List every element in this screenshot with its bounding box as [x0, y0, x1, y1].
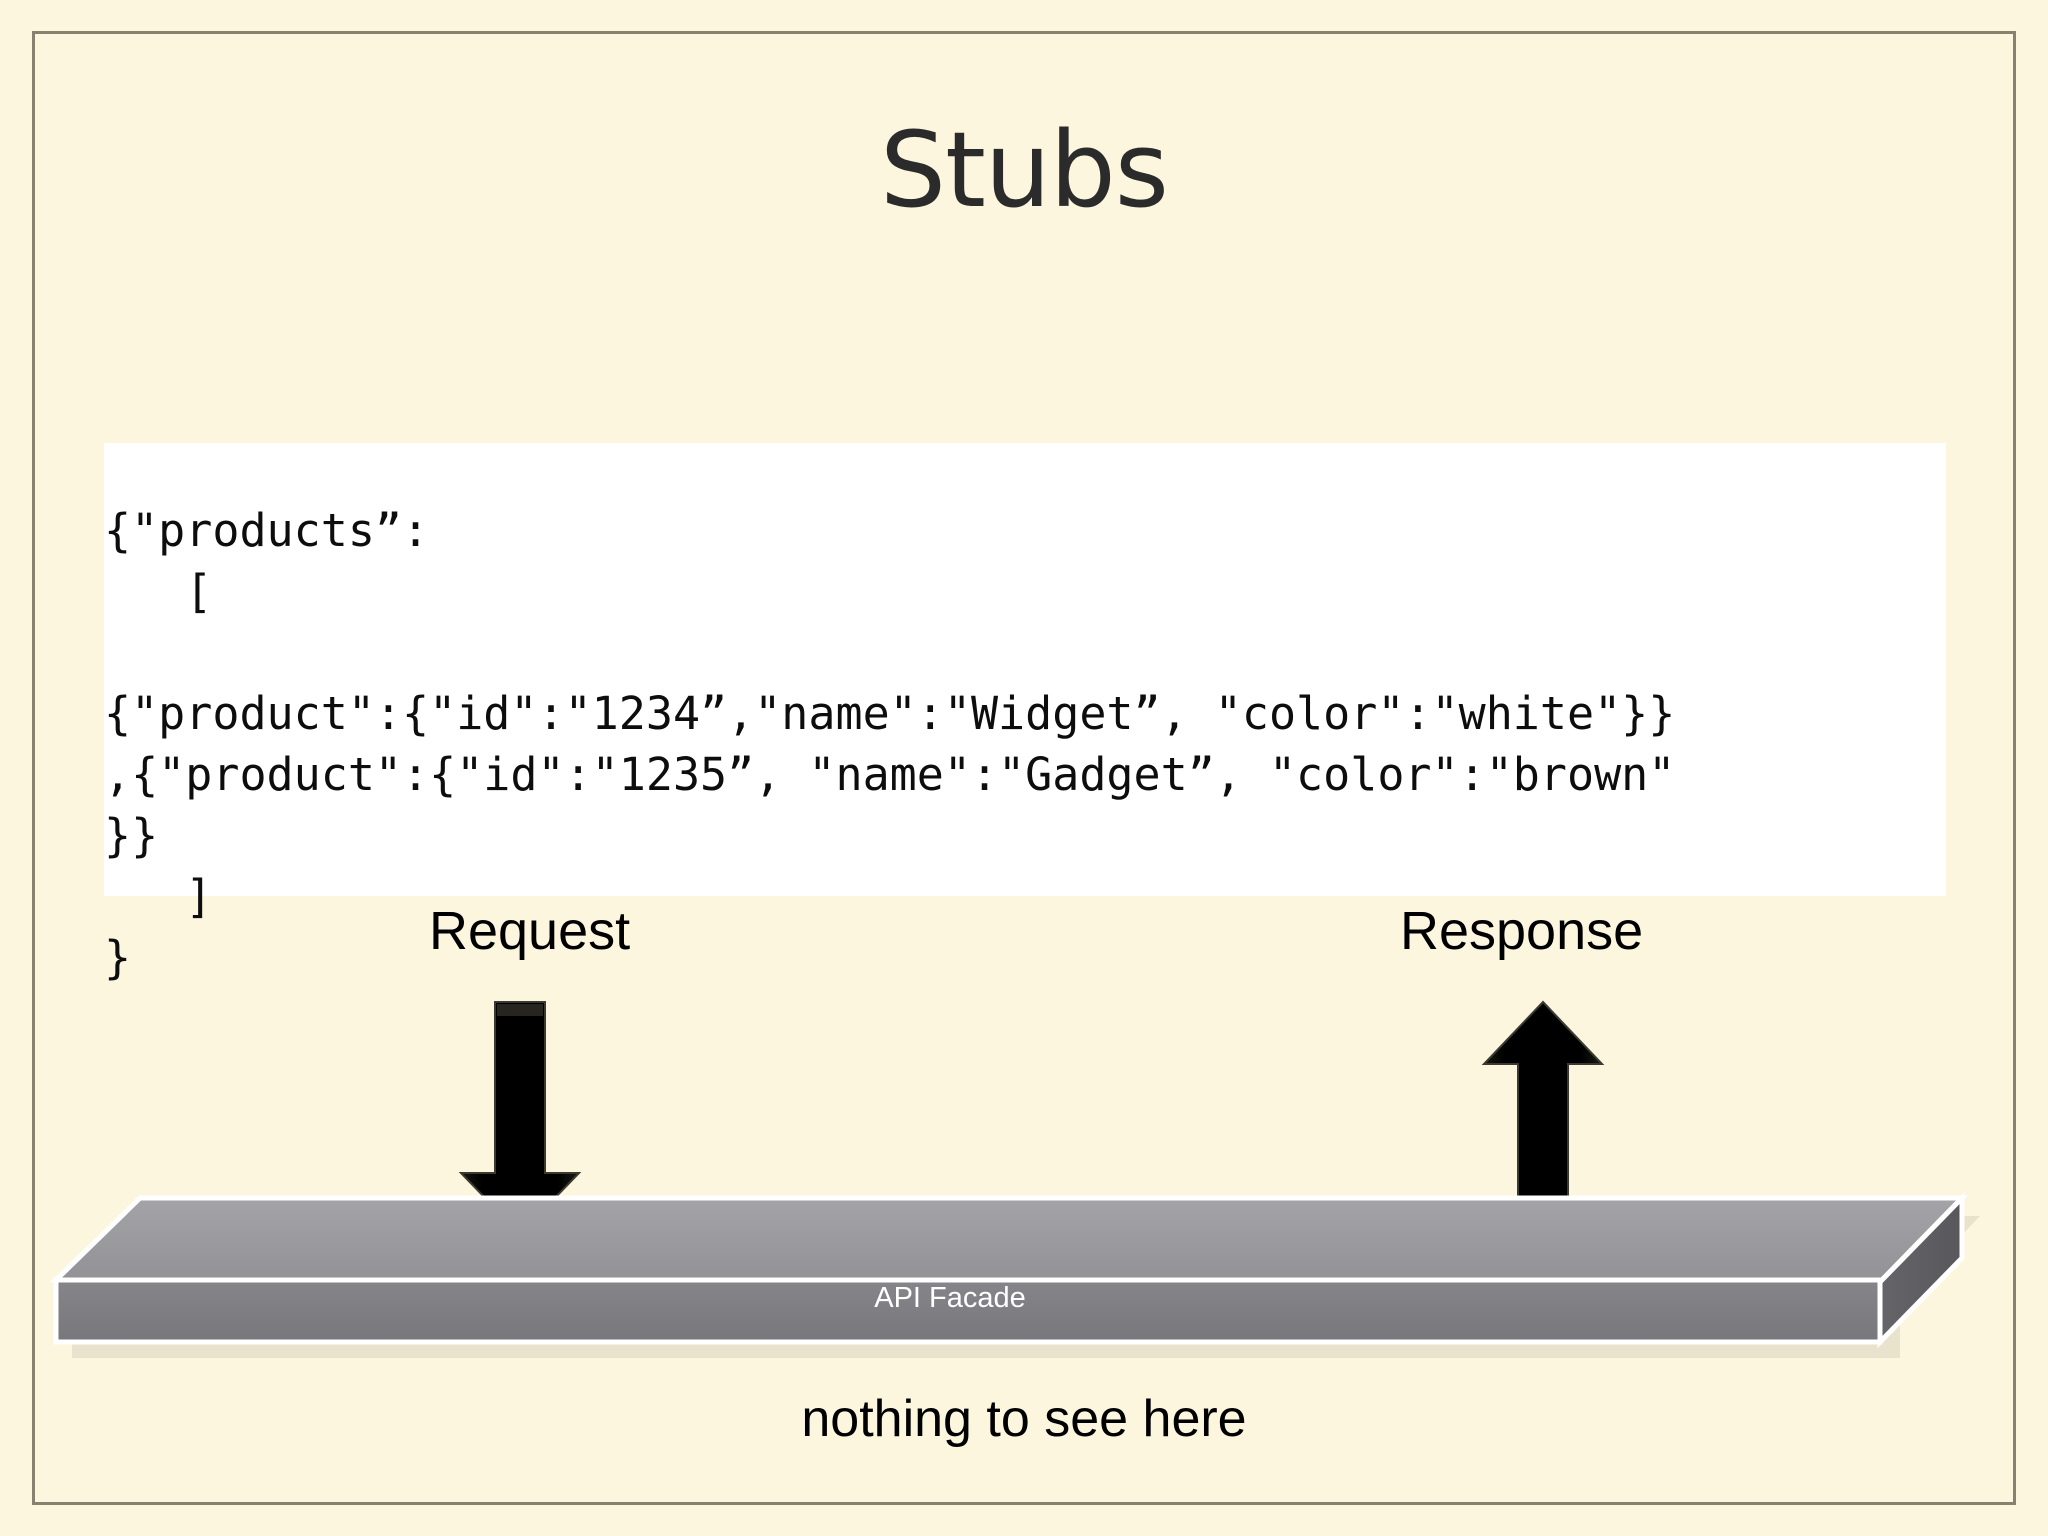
api-facade-slab [49, 1191, 1980, 1358]
footer-note: nothing to see here [801, 1390, 1247, 1448]
json-stub-code: {"products”: [ {"product":{"id":"1234”,"… [104, 504, 1676, 984]
request-label: Request [429, 901, 631, 961]
code-panel [104, 443, 1946, 896]
page-title: Stubs [880, 109, 1169, 231]
response-label: Response [1400, 901, 1644, 961]
